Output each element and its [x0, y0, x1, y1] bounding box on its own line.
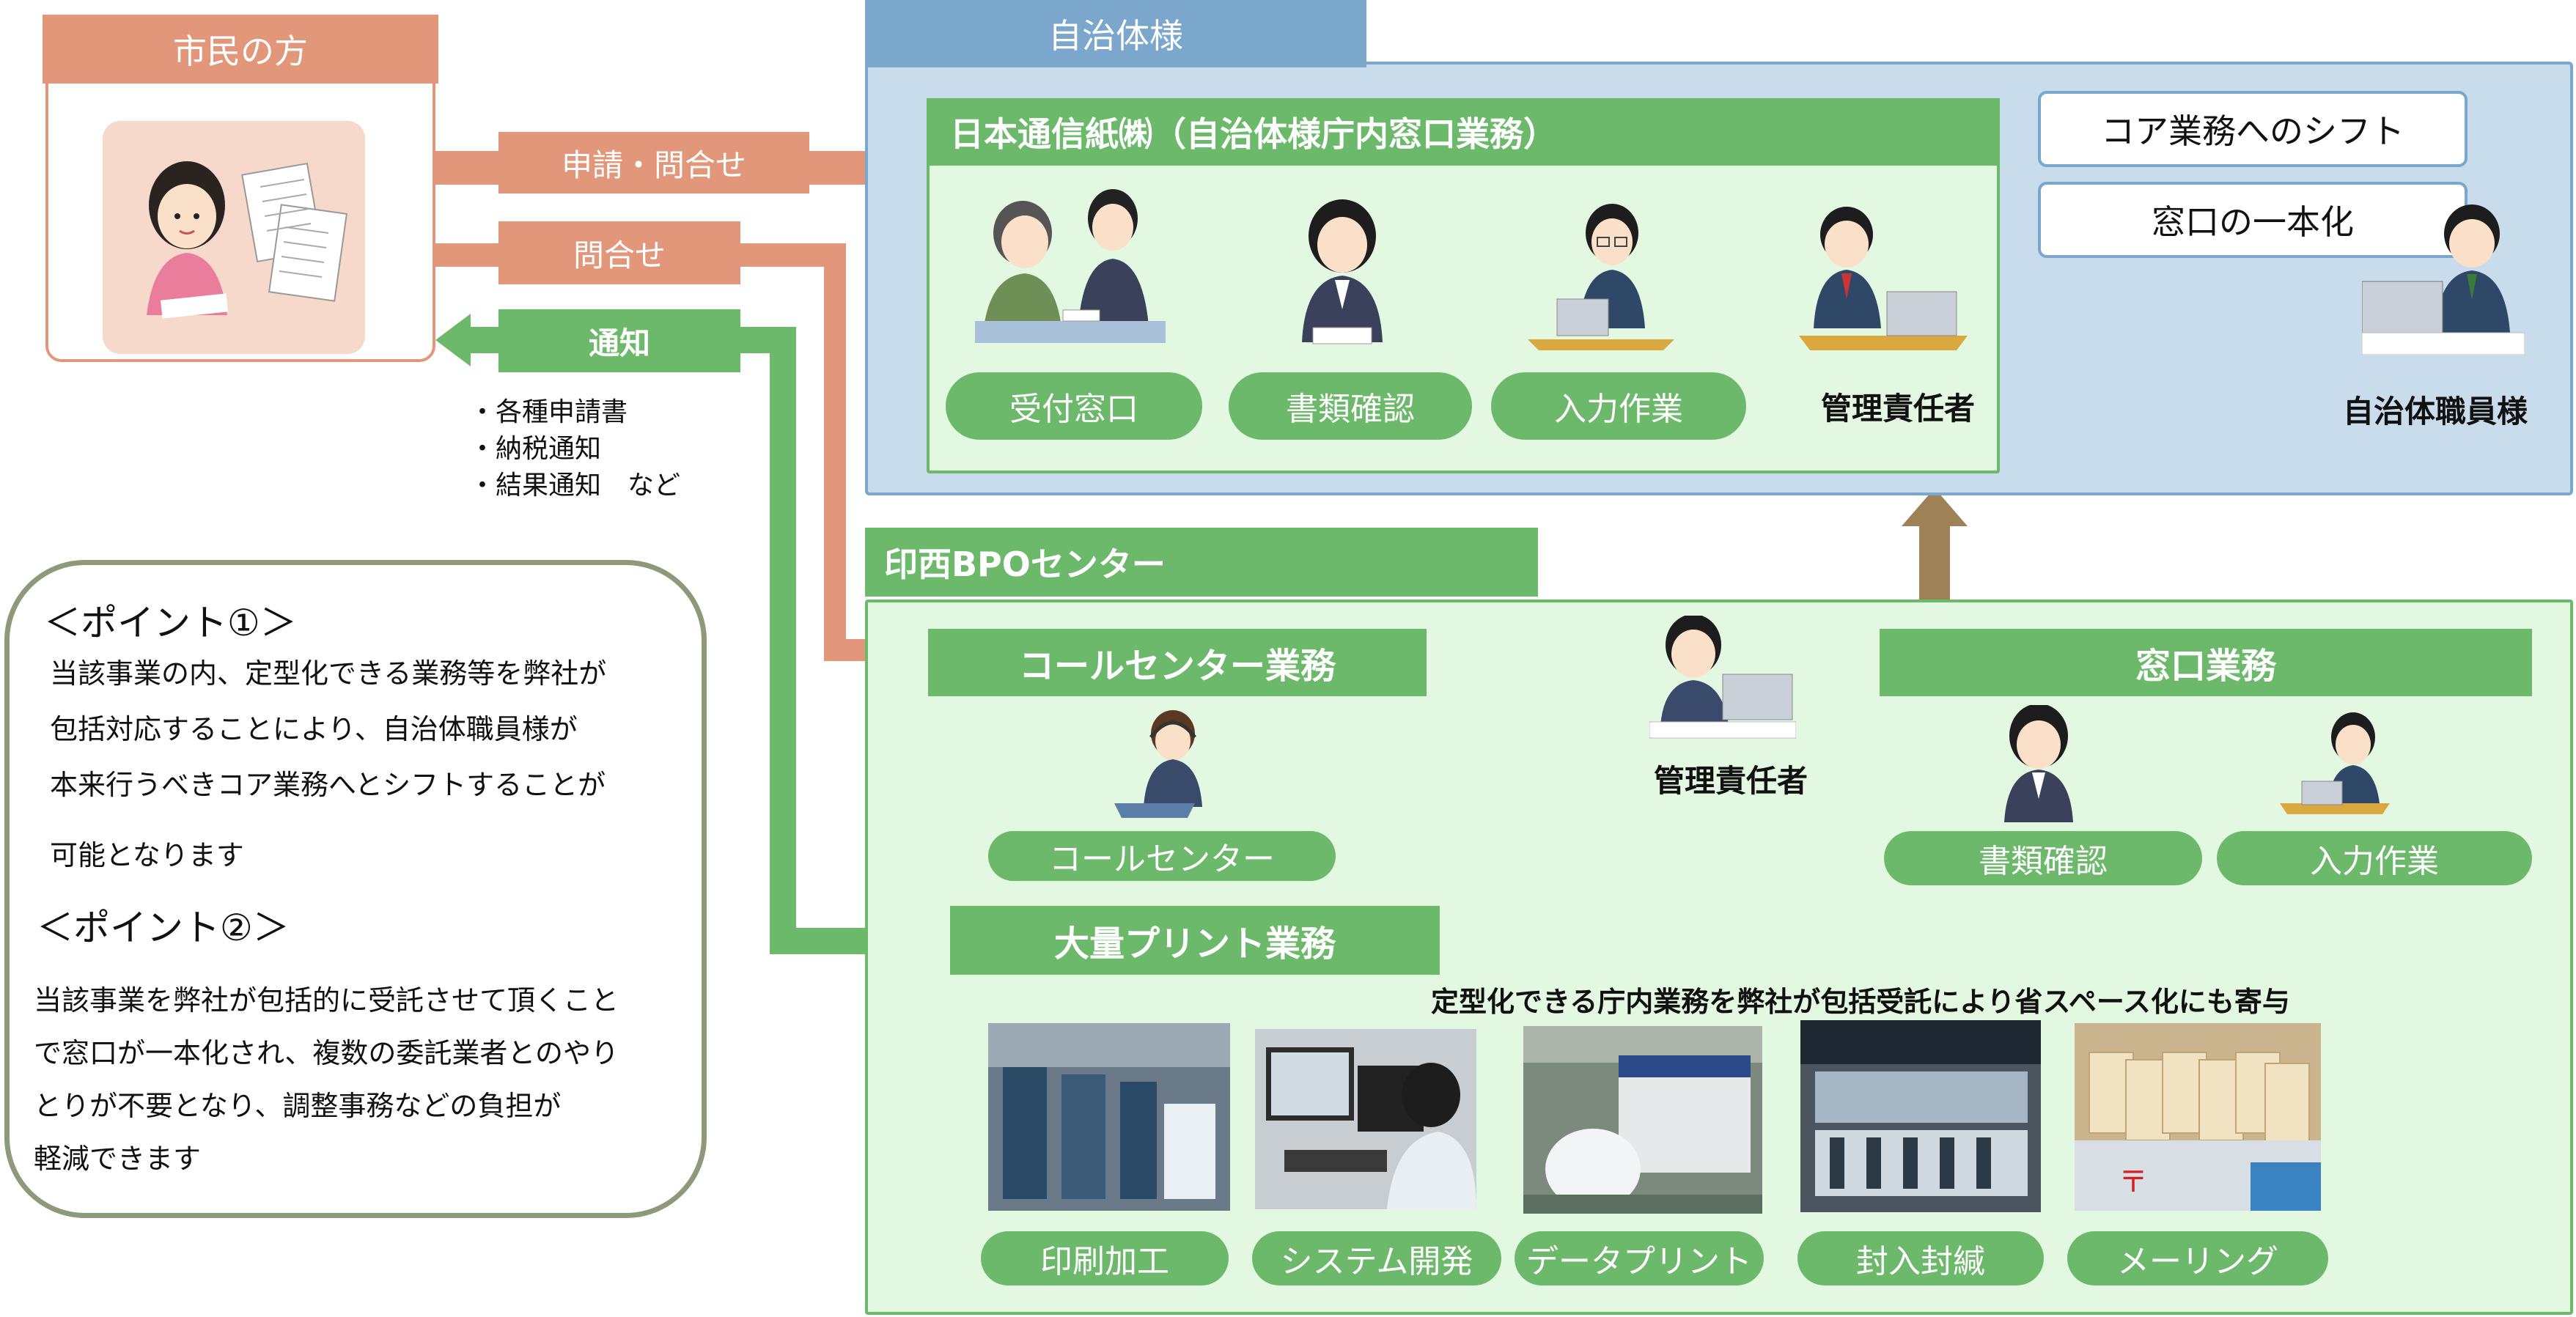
- service-printing: 印刷加工: [981, 1231, 1229, 1285]
- inquiry-label: 問合せ: [498, 221, 740, 284]
- printing-photo: [988, 1023, 1230, 1211]
- data-print-photo: [1523, 1026, 1762, 1214]
- bpo-caption: 定型化できる庁内業務を弊社が包括受託により省スペース化にも寄与: [1431, 986, 2290, 1018]
- bpo-manager-label: 管理責任者: [1654, 763, 1808, 799]
- point1-title: ＜ポイント①＞: [44, 602, 297, 644]
- municipality-staff-label: 自治体職員様: [2343, 394, 2528, 429]
- point1-line: 当該事業の内、定型化できる業務等を弊社が: [50, 657, 607, 690]
- call-center: コールセンター: [988, 831, 1336, 881]
- point2-line: 当該事業を弊社が包括的に受託させて頂くこと: [34, 984, 619, 1017]
- data-entry-staff-icon: [1528, 204, 1674, 350]
- point1-line: 本来行うべきコア業務へとシフトすることが: [50, 769, 606, 801]
- point2-body: 当該事業を弊社が包括的に受託させて頂くこと で窓口が一本化され、複数の委託業者と…: [34, 978, 619, 1176]
- document-check-staff-icon: [1302, 199, 1383, 344]
- shift-core-work: コア業務へのシフト: [2038, 91, 2468, 167]
- shift-single-window: 窓口の一本化: [2038, 182, 2468, 258]
- municipality-tab: 自治体様: [865, 0, 1366, 67]
- bpo-data-entry-icon: [2280, 712, 2390, 814]
- bpo-manager-icon: [1649, 616, 1796, 739]
- svg-text:〒: 〒: [2119, 1165, 2148, 1199]
- notice-item: ・結果通知 など: [469, 471, 681, 501]
- call-center-operator-icon: [1114, 710, 1202, 818]
- bpo-tab: 印西BPOセンター: [865, 528, 1538, 597]
- service-data-print: データプリント: [1515, 1231, 1764, 1285]
- reception-staff-icon: [975, 189, 1166, 343]
- service-mailing: メーリング: [2067, 1231, 2328, 1285]
- role-document-check: 書類確認: [1229, 372, 1472, 440]
- apply-inquiry-label: 申請・問合せ: [498, 132, 809, 193]
- point1-body: 当該事業の内、定型化できる業務等を弊社が 包括対応することにより、自治体職員様が…: [50, 651, 606, 873]
- points-box: [4, 560, 707, 1218]
- point1-line: 可能となります: [50, 839, 244, 871]
- service-system-development: システム開発: [1252, 1231, 1501, 1285]
- municipality-inner-title: 日本通信紙㈱（自治体様庁内窓口業務）: [927, 98, 2000, 166]
- municipality-manager-icon: [1799, 207, 1968, 350]
- system-development-photo: [1255, 1029, 1476, 1209]
- print-work: 大量プリント業務: [950, 906, 1440, 975]
- municipality-staff-icon: [2362, 204, 2525, 355]
- notice-label: 通知: [498, 309, 740, 372]
- point2-line: とりが不要となり、調整事務などの負担が: [34, 1090, 562, 1122]
- role-data-entry: 入力作業: [1491, 372, 1746, 440]
- notice-item: ・各種申請書: [469, 397, 628, 427]
- service-enclosing-sealing: 封入封緘: [1797, 1231, 2044, 1285]
- point2-line: で窓口が一本化され、複数の委託業者とのやり: [34, 1037, 619, 1069]
- enclosing-sealing-photo: [1800, 1020, 2041, 1212]
- role-reception: 受付窓口: [946, 372, 1202, 440]
- notice-item: ・納税通知: [469, 434, 602, 464]
- point1-line: 包括対応することにより、自治体職員様が: [50, 713, 578, 745]
- mailing-photo: 〒: [2075, 1023, 2321, 1211]
- bpo-document-check-icon: [2004, 705, 2073, 822]
- citizen-title: 市民の方: [43, 15, 438, 84]
- notice-list: ・各種申請書 ・納税通知 ・結果通知 など: [469, 394, 680, 504]
- bpo-role-data-entry: 入力作業: [2217, 831, 2532, 885]
- point2-line: 軽減できます: [34, 1143, 202, 1175]
- municipality-manager-label: 管理責任者: [1821, 391, 1976, 427]
- call-center-work: コールセンター業務: [928, 629, 1427, 696]
- point2-title: ＜ポイント②＞: [37, 907, 290, 949]
- citizen-writing-icon: [147, 161, 348, 319]
- bpo-role-document-check: 書類確認: [1884, 831, 2202, 885]
- counter-work: 窓口業務: [1880, 629, 2532, 696]
